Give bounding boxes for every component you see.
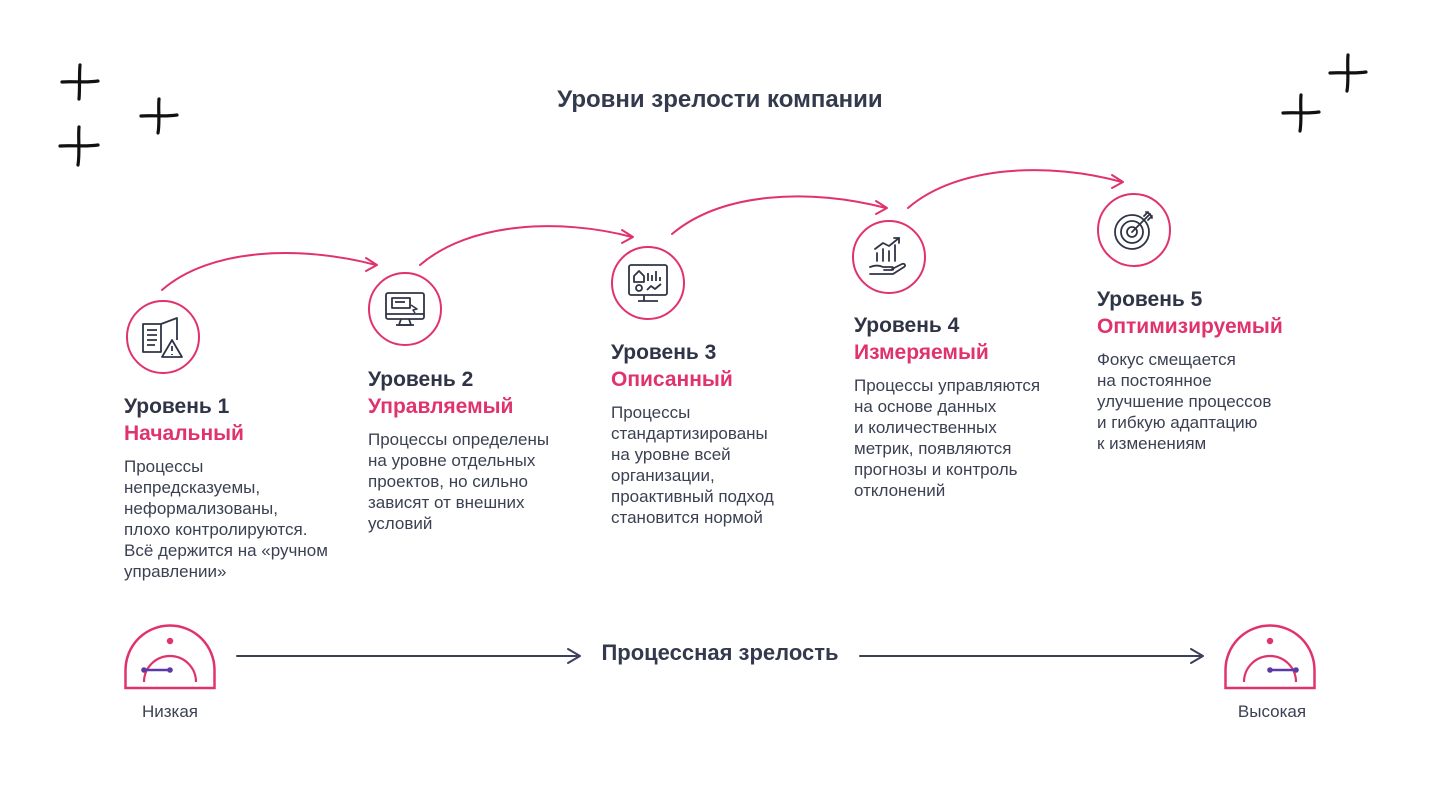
connector-arrow-3-4 <box>671 195 887 235</box>
level-2-description: Процессы определены на уровне отдельных … <box>368 430 550 533</box>
level-1-icon-circle <box>126 300 200 374</box>
level-3-number: Уровень 3 <box>611 341 717 364</box>
diagram-title: Уровни зрелости компании <box>557 86 883 113</box>
level-2-number: Уровень 2 <box>368 368 474 391</box>
level-5-description: Фокус смещается на постоянное улучшение … <box>1097 350 1272 453</box>
dashboard-icon <box>628 264 668 302</box>
level-3-icon-circle <box>611 246 685 320</box>
level-4-name: Измеряемый <box>854 341 989 364</box>
level-3-description: Процессы стандартизированы на уровне все… <box>611 403 774 527</box>
monitor-icon <box>385 292 425 326</box>
level-2-icon-circle <box>368 272 442 346</box>
level-5-icon-circle <box>1097 193 1171 267</box>
book-warning-icon <box>142 317 183 358</box>
sparkle-icon <box>58 125 100 167</box>
connector-arrow-2-3 <box>419 225 633 266</box>
connector-arrow-4-5 <box>907 169 1123 209</box>
level-1-number: Уровень 1 <box>124 395 230 418</box>
level-4-icon-circle <box>852 220 926 294</box>
axis-high-label: Высокая <box>1237 702 1307 721</box>
axis-label: Процессная зрелость <box>601 640 839 665</box>
level-2-name: Управляемый <box>368 395 514 418</box>
level-4-description: Процессы управляются на основе данных и … <box>854 376 1041 500</box>
level-1-description: Процессы непредсказуемы, неформализованы… <box>124 457 328 581</box>
level-5-name: Оптимизируемый <box>1097 315 1283 338</box>
level-1-name: Начальный <box>124 422 244 445</box>
sparkle-icon <box>139 97 179 135</box>
level-5-number: Уровень 5 <box>1097 288 1203 311</box>
target-arrow-icon <box>1114 211 1153 250</box>
level-4: Уровень 4 Измеряемый Процессы управляютс… <box>854 312 1094 501</box>
connector-arrow-1-2 <box>161 252 377 291</box>
axis-low-label: Низкая <box>141 702 199 721</box>
sparkle-icon <box>1281 93 1321 133</box>
level-4-number: Уровень 4 <box>854 314 960 337</box>
level-3: Уровень 3 Описанный Процессы стандартизи… <box>611 339 851 528</box>
sparkle-icon <box>60 63 100 101</box>
sparkle-icon <box>1328 53 1368 93</box>
growth-chart-hand-icon <box>869 237 906 275</box>
level-2: Уровень 2 Управляемый Процессы определен… <box>368 366 608 534</box>
level-1: Уровень 1 Начальный Процессы непредсказу… <box>124 393 364 582</box>
gauge-low-icon <box>124 624 216 690</box>
level-5: Уровень 5 Оптимизируемый Фокус смещается… <box>1097 286 1337 454</box>
level-3-name: Описанный <box>611 368 733 391</box>
gauge-high-icon <box>1224 624 1316 690</box>
